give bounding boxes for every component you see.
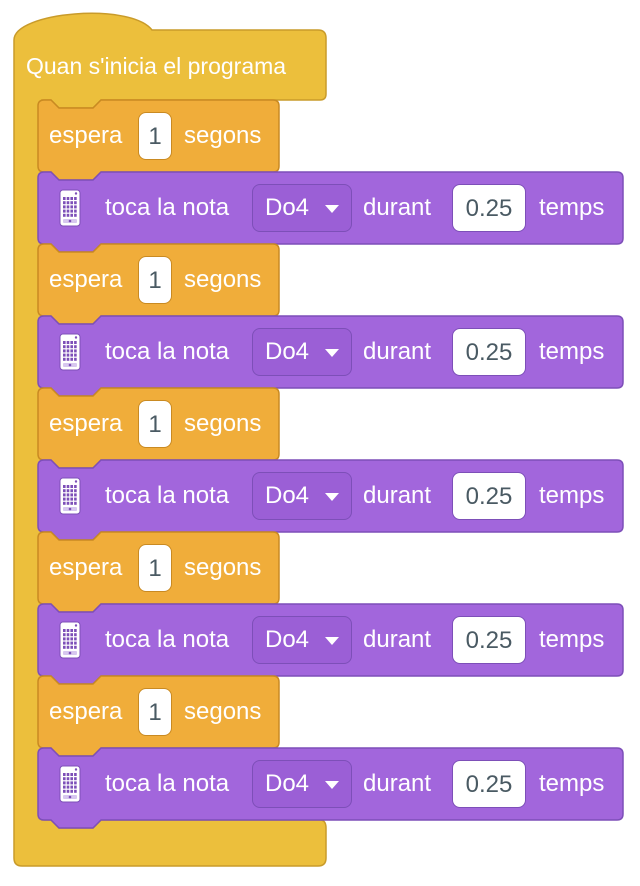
wait-seconds-input[interactable]: 1 bbox=[138, 112, 172, 160]
brain-device-icon bbox=[59, 189, 81, 227]
play-note-middle-label: durant bbox=[363, 194, 432, 221]
brain-device-icon bbox=[59, 477, 81, 515]
note-dropdown-value: Do4 bbox=[265, 482, 310, 509]
note-dropdown[interactable]: Do4 bbox=[252, 616, 352, 664]
play-note-middle-label: durant bbox=[363, 338, 432, 365]
note-duration-input[interactable]: 0.25 bbox=[452, 328, 526, 376]
wait-seconds-input[interactable]: 1 bbox=[138, 544, 172, 592]
play-note-middle-label: durant bbox=[363, 482, 432, 509]
note-dropdown-value: Do4 bbox=[265, 194, 310, 221]
note-dropdown-value: Do4 bbox=[265, 626, 310, 653]
play-note-suffix-label: temps bbox=[539, 194, 605, 221]
wait-suffix-label: segons bbox=[184, 698, 262, 725]
caret-down-icon bbox=[325, 205, 339, 213]
play-note-prefix-label: toca la nota bbox=[105, 770, 230, 797]
wait-seconds-input[interactable]: 1 bbox=[138, 256, 172, 304]
brain-device-icon bbox=[59, 333, 81, 371]
caret-down-icon bbox=[325, 493, 339, 501]
play-note-middle-label: durant bbox=[363, 770, 432, 797]
wait-suffix-label: segons bbox=[184, 554, 262, 581]
wait-suffix-label: segons bbox=[184, 266, 262, 293]
play-note-suffix-label: temps bbox=[539, 626, 605, 653]
hat-label: Quan s'inicia el programa bbox=[26, 53, 287, 79]
caret-down-icon bbox=[325, 781, 339, 789]
wait-prefix-label: espera bbox=[49, 698, 123, 725]
note-dropdown[interactable]: Do4 bbox=[252, 472, 352, 520]
wait-prefix-label: espera bbox=[49, 410, 123, 437]
note-dropdown-value: Do4 bbox=[265, 770, 310, 797]
play-note-suffix-label: temps bbox=[539, 770, 605, 797]
play-note-prefix-label: toca la nota bbox=[105, 194, 230, 221]
note-dropdown[interactable]: Do4 bbox=[252, 328, 352, 376]
wait-prefix-label: espera bbox=[49, 554, 123, 581]
play-note-suffix-label: temps bbox=[539, 482, 605, 509]
note-duration-input[interactable]: 0.25 bbox=[452, 760, 526, 808]
wait-seconds-input[interactable]: 1 bbox=[138, 400, 172, 448]
note-dropdown[interactable]: Do4 bbox=[252, 184, 352, 232]
wait-suffix-label: segons bbox=[184, 410, 262, 437]
note-duration-input[interactable]: 0.25 bbox=[452, 184, 526, 232]
play-note-prefix-label: toca la nota bbox=[105, 626, 230, 653]
play-note-middle-label: durant bbox=[363, 626, 432, 653]
play-note-prefix-label: toca la nota bbox=[105, 482, 230, 509]
caret-down-icon bbox=[325, 637, 339, 645]
wait-suffix-label: segons bbox=[184, 122, 262, 149]
note-duration-input[interactable]: 0.25 bbox=[452, 472, 526, 520]
caret-down-icon bbox=[325, 349, 339, 357]
note-duration-input[interactable]: 0.25 bbox=[452, 616, 526, 664]
brain-device-icon bbox=[59, 765, 81, 803]
note-dropdown-value: Do4 bbox=[265, 338, 310, 365]
play-note-suffix-label: temps bbox=[539, 338, 605, 365]
wait-prefix-label: espera bbox=[49, 266, 123, 293]
wait-seconds-input[interactable]: 1 bbox=[138, 688, 172, 736]
note-dropdown[interactable]: Do4 bbox=[252, 760, 352, 808]
brain-device-icon bbox=[59, 621, 81, 659]
wait-prefix-label: espera bbox=[49, 122, 123, 149]
play-note-prefix-label: toca la nota bbox=[105, 338, 230, 365]
